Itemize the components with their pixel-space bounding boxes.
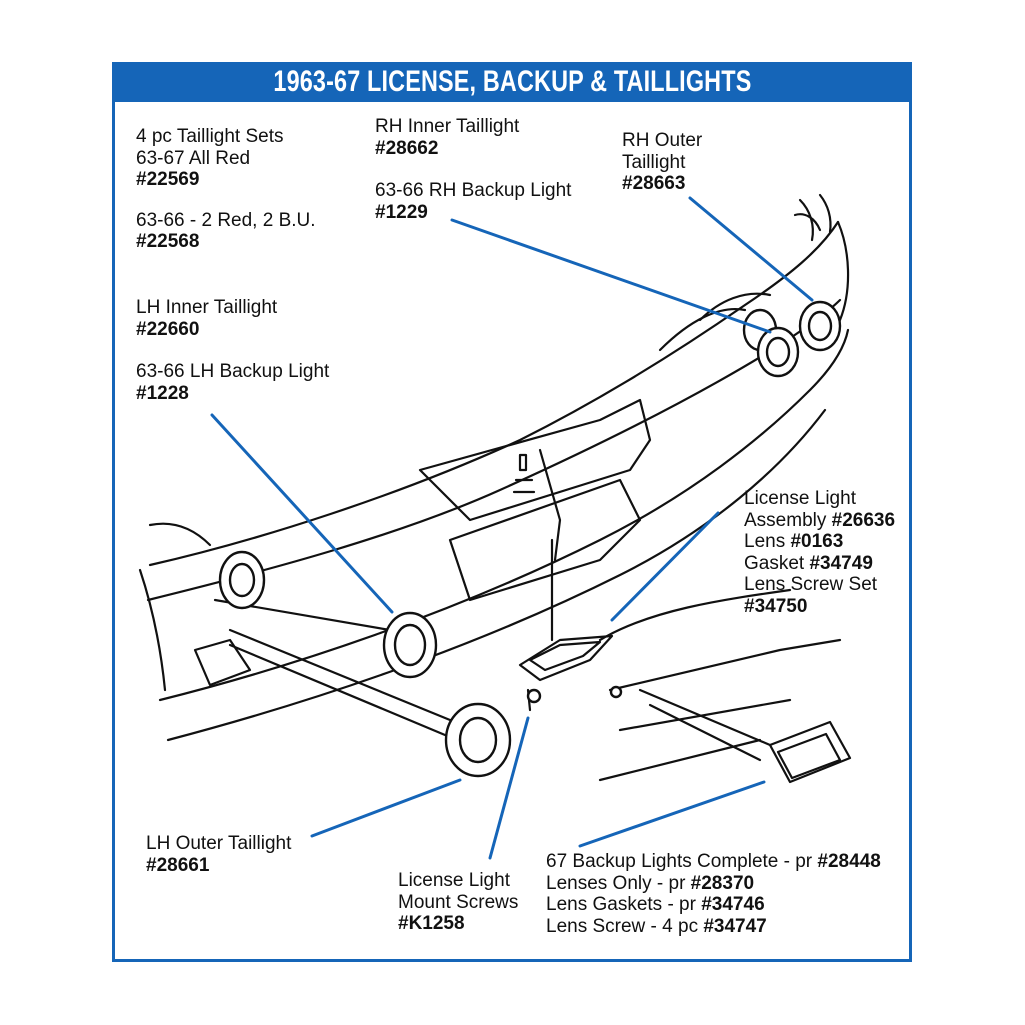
callout-lh-inner-taillight: LH Inner Taillight #22660 [136,297,277,340]
callout-lh-backup-light: 63-66 LH Backup Light #1228 [136,361,329,404]
leader-license-assembly [610,511,720,622]
lh-outer-taillight-lens [458,716,498,764]
leader-backup-67 [578,780,766,848]
diagram-title: 1963-67 LICENSE, BACKUP & TAILLIGHTS [272,65,752,98]
part-number: #0163 [790,531,844,552]
callout-line: 63-66 - 2 Red, 2 B.U. [136,209,316,231]
callout-rh-backup-light: 63-66 RH Backup Light #1229 [375,180,571,223]
part-number: #22568 [136,231,200,252]
part-number: #1229 [375,201,428,223]
callout-line: Assembly #26636 [744,509,896,531]
part-number: #34749 [809,552,873,574]
rh-backup-light-lens [765,336,791,368]
rh-outer-taillight-lens [807,310,833,342]
callout-line: Lens #0163 [744,531,844,552]
callout-line: 67 Backup Lights Complete - pr #28448 [546,851,881,872]
part-number: #34750 [744,595,808,617]
callout-67-backup-lights: 67 Backup Lights Complete - pr #28448 Le… [546,851,881,937]
callout-line: Mount Screws [398,891,519,913]
title-bar: 1963-67 LICENSE, BACKUP & TAILLIGHTS [112,62,912,102]
lamp-bodies [218,300,842,778]
part-number: #1228 [136,382,189,404]
leader-lh-outer [310,778,462,838]
callout-line: RH Inner Taillight [375,116,520,137]
callout-line: RH Outer [622,130,703,151]
leader-lines [210,196,814,860]
callout-line: Taillight [622,151,686,173]
lh-backup-light-lens [393,623,427,667]
part-number: #22660 [136,318,200,340]
callout-line: 4 pc Taillight Sets [136,126,284,147]
callout-rh-inner-taillight: RH Inner Taillight #28662 [375,116,519,159]
callout-line: LH Inner Taillight [136,297,278,318]
part-number: #28662 [375,137,439,159]
leader-mount-screws [488,716,530,860]
callout-line: 63-66 RH Backup Light [375,180,572,201]
callout-lh-outer-taillight: LH Outer Taillight #28661 [146,833,291,876]
callout-line: License Light [744,488,856,509]
mount-screw-nut [526,688,542,704]
part-number: #K1258 [398,913,465,934]
part-number: #22569 [136,169,200,190]
callout-rh-outer-taillight: RH Outer Taillight #28663 [622,130,702,195]
callout-line: Lens Gaskets - pr #34746 [546,894,765,915]
callout-line: 63-66 LH Backup Light [136,361,330,382]
callout-license-mount-screws: License Light Mount Screws #K1258 [398,870,518,935]
callout-line: Lens Screw - 4 pc #34747 [546,915,767,937]
part-number: #34746 [701,894,765,915]
lh-inner-taillight-lens [228,562,256,598]
leader-lh-backup [210,413,394,614]
callout-line: LH Outer Taillight [146,833,292,854]
callout-line: Lenses Only - pr #28370 [546,872,755,894]
part-number: #34747 [703,915,767,937]
part-number: #28663 [622,173,686,194]
callout-line: Gasket #34749 [744,552,873,574]
callout-license-light-assembly: License Light Assembly #26636 Lens #0163… [744,488,895,617]
part-number: #28448 [817,851,881,872]
part-number: #26636 [831,509,896,531]
leader-rh-backup [450,218,772,334]
callout-taillight-sets: 4 pc Taillight Sets 63-67 All Red #22569… [136,126,316,253]
diagram-frame [112,62,912,962]
callout-line: License Light [398,870,510,891]
leader-rh-outer [688,196,814,302]
part-number: #28370 [690,872,755,894]
backup-bracket-nut [609,685,623,699]
part-number: #28661 [146,854,210,876]
callout-line: Lens Screw Set [744,574,878,595]
callout-line: 63-67 All Red [136,147,251,169]
